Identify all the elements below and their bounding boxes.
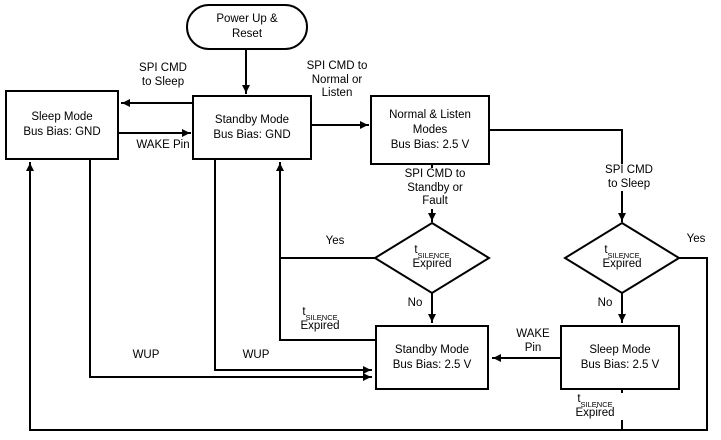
- node-label: Bus Bias: 2.5 V: [390, 138, 470, 151]
- node-label: Standby Mode: [214, 113, 290, 126]
- edge-label-tsilence-mid: tSILENCE Expired: [300, 306, 340, 332]
- edge-label-yes-right: Yes: [686, 233, 706, 245]
- edge-label-tsilence-bottom: tSILENCE Expired: [566, 393, 624, 420]
- edge-label-spi-cmd-standby: SPI CMD to Standby or Fault: [394, 168, 476, 209]
- edge-sleep-gnd-wup: [89, 159, 372, 381]
- edge-label-no-left: No: [407, 297, 423, 309]
- node-label: Bus Bias: 2.5 V: [580, 358, 660, 371]
- node-label: Bus Bias: 2.5 V: [392, 358, 472, 371]
- node-label: Sleep Mode: [31, 111, 93, 123]
- edge-label-spi-cmd-to-sleep-top: SPI CMD to Sleep: [139, 62, 187, 88]
- node-label: Bus Bias: GND: [23, 126, 101, 138]
- node-standby-mode-gnd: Standby Mode Bus Bias: GND: [192, 95, 312, 160]
- node-power-up-reset: Power Up & Reset: [186, 4, 308, 50]
- node-tsilence-decision-left: tSILENCE Expired: [375, 244, 489, 271]
- edge-label-yes-left: Yes: [325, 235, 345, 247]
- edge-label-wup-left: WUP: [132, 349, 160, 361]
- edge-label-wake-pin-mid: WAKE Pin: [516, 328, 550, 354]
- node-label: tSILENCE: [414, 244, 450, 261]
- node-label: Reset: [231, 28, 263, 40]
- node-sleep-mode-25v: Sleep Mode Bus Bias: 2.5 V: [560, 325, 680, 390]
- decision-right-shape: [563, 221, 681, 295]
- edge-label-no-right: No: [597, 297, 613, 309]
- edge-label-wup-mid: WUP: [242, 349, 270, 361]
- decision-left-shape: [373, 221, 491, 295]
- node-sleep-mode-gnd: Sleep Mode Bus Bias: GND: [5, 90, 119, 160]
- node-label: Bus Bias: GND: [213, 128, 291, 141]
- node-label: tSILENCE: [604, 244, 640, 261]
- edge-label-spi-cmd-normal: SPI CMD to Normal or Listen: [306, 60, 368, 99]
- node-label: Standby Mode: [394, 343, 470, 356]
- edge-label-spi-cmd-to-sleep-right: SPI CMD to Sleep: [592, 164, 666, 191]
- node-standby-mode-25v: Standby Mode Bus Bias: 2.5 V: [375, 325, 489, 390]
- edge-label-wake-pin-top: WAKE Pin: [136, 139, 190, 151]
- node-label: Expired: [602, 257, 642, 270]
- node-label: Normal & Listen: [389, 108, 471, 121]
- node-tsilence-decision-right: tSILENCE Expired: [565, 244, 679, 271]
- node-normal-listen-modes: Normal & Listen Modes Bus Bias: 2.5 V: [370, 95, 490, 165]
- edge-decision-right-yes-to-sleep-gnd: [26, 162, 708, 431]
- edge-standby-gnd-wup: [214, 159, 372, 374]
- node-label: Expired: [412, 257, 452, 270]
- node-label: Modes: [412, 123, 448, 136]
- node-label: Power Up &: [216, 13, 278, 25]
- node-label: Sleep Mode: [589, 343, 651, 356]
